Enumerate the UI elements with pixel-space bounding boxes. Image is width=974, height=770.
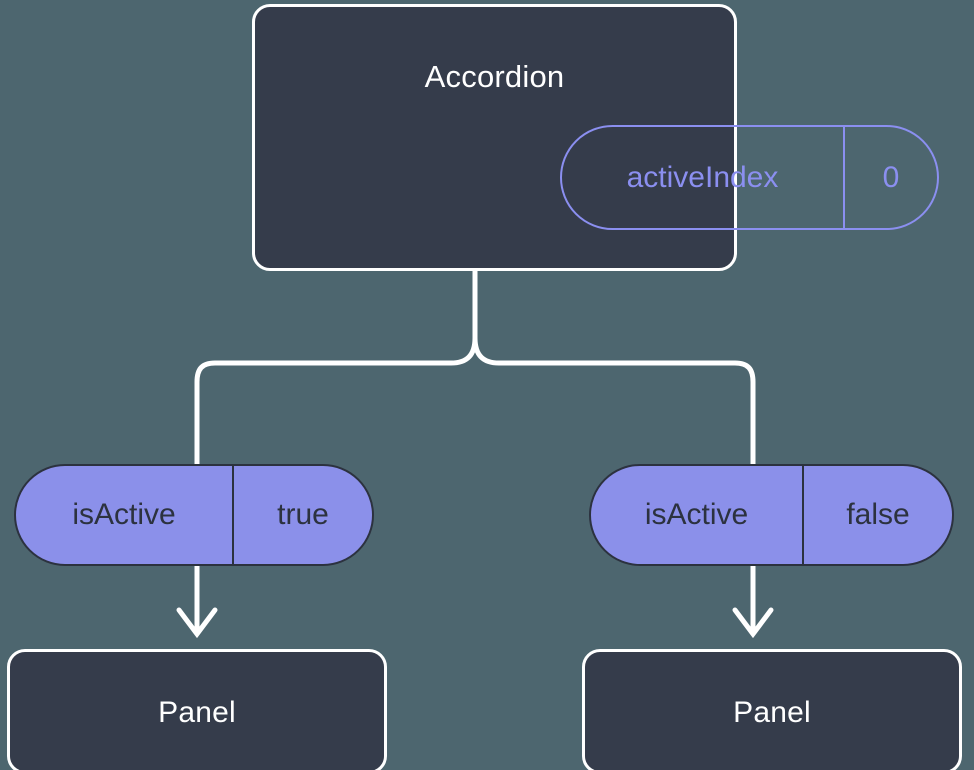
- prop-key-isactive-right: isActive: [644, 498, 749, 531]
- prop-value-activeindex: 0: [843, 127, 937, 228]
- node-panel-left[interactable]: Panel: [7, 649, 387, 770]
- arrow-right-head-icon: [732, 607, 774, 639]
- fork-connector-right: [472, 337, 756, 464]
- prop-key-activeindex: activeIndex: [626, 160, 779, 194]
- node-panel-right-title: Panel: [733, 696, 811, 729]
- prop-value-isactive-right: false: [802, 466, 952, 564]
- node-panel-left-title: Panel: [158, 696, 236, 729]
- node-panel-right[interactable]: Panel: [582, 649, 962, 770]
- fork-connector: [194, 337, 478, 464]
- prop-pill-activeindex[interactable]: activeIndex 0: [560, 125, 939, 230]
- node-accordion-title: Accordion: [424, 59, 565, 94]
- prop-key-isactive-left: isActive: [72, 498, 176, 531]
- prop-pill-isactive-true[interactable]: isActive true: [14, 464, 374, 566]
- prop-value-isactive-left: true: [232, 466, 372, 564]
- prop-pill-isactive-false[interactable]: isActive false: [589, 464, 954, 566]
- node-accordion[interactable]: Accordion activeIndex 0: [252, 4, 939, 271]
- arrow-left-head-icon: [176, 607, 218, 639]
